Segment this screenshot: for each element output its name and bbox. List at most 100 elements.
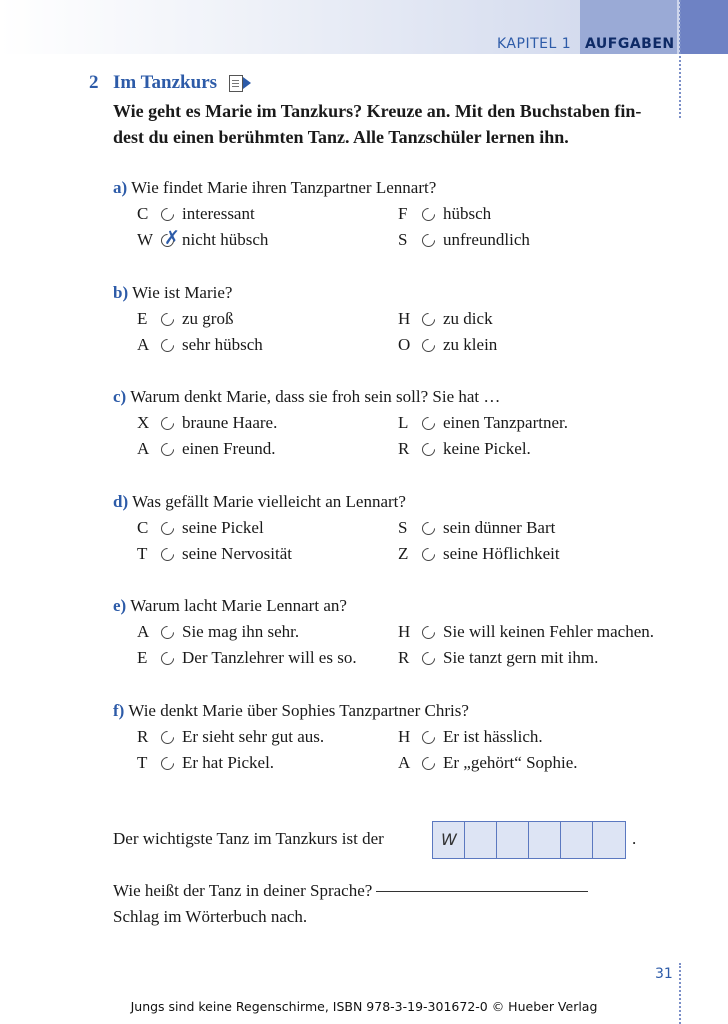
- option-letter: T: [137, 752, 148, 772]
- checkbox-circle-icon[interactable]: [419, 309, 438, 329]
- option-letter: L: [398, 413, 409, 432]
- document-icon: [229, 75, 243, 92]
- question-text: Wie ist Marie?: [132, 282, 233, 302]
- check-mark-icon: ✗: [164, 227, 180, 249]
- checkbox-circle-icon[interactable]: [158, 309, 177, 329]
- option-text: seine Nervosität: [182, 543, 292, 563]
- checkbox-circle-icon[interactable]: [419, 231, 438, 250]
- checkbox-circle-icon[interactable]: [419, 649, 438, 668]
- checkbox-circle-icon[interactable]: [419, 544, 438, 564]
- checkbox-circle-icon[interactable]: [419, 727, 438, 747]
- option-letter: H: [398, 726, 411, 746]
- answer-option[interactable]: H Er ist hässlich.: [398, 727, 543, 747]
- option-text: Sie mag ihn sehr.: [182, 622, 300, 641]
- checkbox-circle-icon[interactable]: [419, 518, 438, 538]
- option-letter: H: [398, 308, 411, 328]
- answer-option[interactable]: W ✗nicht hübsch: [137, 227, 269, 250]
- option-text: hübsch: [443, 204, 492, 223]
- answer-box[interactable]: [465, 822, 497, 858]
- checkbox-circle-icon[interactable]: [419, 335, 438, 355]
- answer-boxes: W: [432, 821, 626, 859]
- checkbox-circle-icon[interactable]: [158, 544, 177, 564]
- checkbox-circle-icon[interactable]: [158, 440, 177, 459]
- option-letter: W: [137, 230, 154, 249]
- option-text: interessant: [182, 204, 255, 223]
- task-instruction: Wie geht es Marie im Tanzkurs? Kreuze an…: [113, 101, 642, 147]
- checkbox-circle-icon[interactable]: [158, 414, 177, 433]
- option-letter: R: [137, 726, 149, 746]
- checkbox-circle-icon[interactable]: [158, 335, 177, 355]
- question-text: Warum denkt Marie, dass sie froh sein so…: [130, 387, 501, 406]
- checkbox-circle-icon[interactable]: [419, 205, 438, 224]
- answer-box[interactable]: [561, 822, 593, 858]
- checkbox-circle-icon[interactable]: [419, 753, 438, 773]
- option-text: Er ist hässlich.: [443, 726, 543, 746]
- option-letter: H: [398, 622, 411, 641]
- chapter-label: KAPITEL 1: [497, 36, 572, 52]
- option-letter: E: [137, 308, 148, 328]
- option-text: Sie tanzt gern mit ihm.: [443, 648, 599, 667]
- checkbox-circle-icon[interactable]: [158, 518, 177, 538]
- option-text: zu dick: [443, 308, 493, 328]
- option-text: seine Pickel: [182, 517, 264, 537]
- option-text: nicht hübsch: [182, 230, 269, 249]
- followup-hint: Schlag im Wörterbuch nach.: [113, 907, 308, 926]
- checkbox-circle-icon[interactable]: [158, 205, 177, 224]
- checkbox-circle-icon[interactable]: [158, 623, 177, 642]
- question-label: f): [113, 700, 125, 720]
- question-4: e)Warum lacht Marie Lennart an?: [113, 596, 347, 616]
- option-text: keine Pickel.: [443, 439, 531, 458]
- checkbox-circle-icon[interactable]: [419, 414, 438, 433]
- question-text: Was gefällt Marie vielleicht an Lennart?: [132, 491, 406, 511]
- question-3: d)Was gefällt Marie vielleicht an Lennar…: [113, 492, 406, 512]
- question-label: b): [113, 282, 129, 302]
- question-2: c)Warum denkt Marie, dass sie froh sein …: [113, 387, 500, 407]
- option-text: sehr hübsch: [182, 334, 263, 354]
- option-letter: C: [137, 204, 149, 223]
- checkbox-circle-icon[interactable]: [419, 623, 438, 642]
- question-label: d): [113, 491, 129, 511]
- margin-dotted-line: [679, 0, 681, 118]
- option-text: Er hat Pickel.: [182, 752, 275, 772]
- checkbox-circle-icon[interactable]: [158, 649, 177, 668]
- answer-line[interactable]: [376, 891, 589, 892]
- question-label: c): [113, 387, 127, 406]
- answer-option[interactable]: T Er hat Pickel.: [137, 753, 274, 773]
- option-letter: A: [137, 439, 150, 458]
- checkbox-circle-icon[interactable]: [419, 440, 438, 459]
- task-title: Im Tanzkurs: [113, 72, 218, 93]
- checkbox-circle-icon[interactable]: [158, 727, 177, 747]
- answer-box[interactable]: [529, 822, 561, 858]
- answer-box[interactable]: [497, 822, 529, 858]
- option-letter: Z: [398, 543, 409, 563]
- answer-box[interactable]: [593, 822, 625, 858]
- question-label: a): [113, 178, 128, 197]
- margin-dotted-line-bottom: [679, 963, 681, 1024]
- section-label: AUFGABEN: [585, 36, 675, 52]
- answer-box[interactable]: W: [433, 822, 465, 858]
- checkbox-circle-icon[interactable]: [158, 753, 177, 773]
- answer-end: .: [632, 829, 637, 848]
- question-1: b)Wie ist Marie?: [113, 283, 232, 303]
